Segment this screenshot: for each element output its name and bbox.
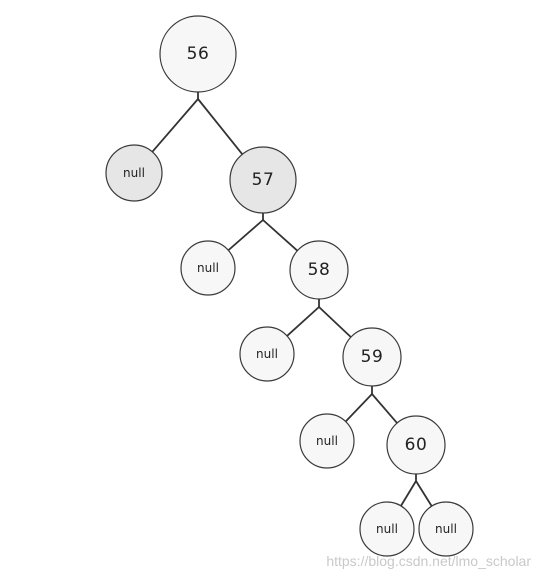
edge-n57-null-l2	[227, 219, 264, 251]
edge-n60-null-r5	[415, 480, 433, 507]
node-circle	[342, 327, 402, 387]
tree-node-n57: 57	[229, 146, 297, 214]
node-circle	[386, 415, 446, 475]
node-circle	[229, 146, 297, 214]
edge-n56-n57	[197, 98, 244, 155]
tree-edges	[151, 92, 433, 507]
node-label: null	[435, 522, 457, 536]
tree-node-null-l4: null	[299, 413, 355, 469]
tree-node-null-r5: null	[418, 501, 474, 557]
node-label: null	[376, 522, 398, 536]
node-label: null	[197, 261, 219, 275]
tree-node-null-l5: null	[359, 501, 415, 557]
tree-node-n60: 60	[386, 415, 446, 475]
node-label: null	[316, 434, 338, 448]
node-label: 60	[405, 435, 428, 455]
node-label: 59	[361, 347, 384, 367]
watermark-text: https://blog.csdn.net/lmo_scholar	[326, 553, 531, 569]
node-circle	[180, 240, 236, 296]
node-circle	[289, 240, 349, 300]
tree-nodes: 56 null 57 null 58 null 59 null 60 null null	[105, 15, 474, 557]
tree-node-null-l2: null	[180, 240, 236, 296]
edge-n59-n60	[371, 393, 398, 424]
node-label: 58	[308, 260, 331, 280]
edge-n59-null-l4	[345, 393, 373, 423]
tree-node-n56: 56	[159, 15, 237, 93]
node-circle	[359, 501, 415, 557]
edge-n60-null-l5	[400, 480, 417, 507]
tree-node-n59: 59	[342, 327, 402, 387]
tree-node-n58: 58	[289, 240, 349, 300]
tree-node-null-l3: null	[239, 326, 295, 382]
node-label: 56	[187, 44, 210, 64]
node-circle	[299, 413, 355, 469]
edge-n56-null-l1	[151, 98, 199, 153]
edge-n57-n58	[262, 219, 298, 252]
node-label: null	[123, 166, 145, 180]
node-circle	[105, 144, 163, 202]
edge-n58-n59	[318, 306, 352, 338]
node-circle	[239, 326, 295, 382]
edge-n58-null-l3	[286, 306, 320, 337]
node-label: null	[256, 347, 278, 361]
node-circle	[418, 501, 474, 557]
node-circle	[159, 15, 237, 93]
tree-node-null-l1: null	[105, 144, 163, 202]
node-label: 57	[252, 170, 275, 190]
